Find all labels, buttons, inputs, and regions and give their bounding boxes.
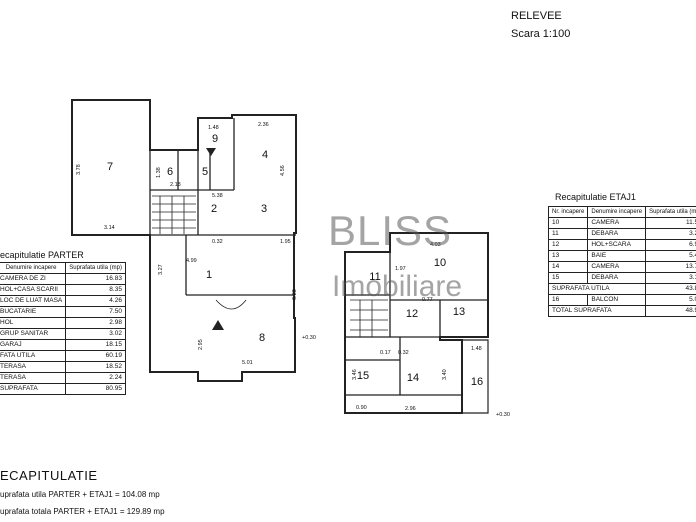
dim-label: 0.90 (356, 405, 367, 411)
room-7: 7 (107, 161, 113, 173)
dim-label: 1.95 (280, 239, 291, 245)
dim-label: 1.48 (471, 346, 482, 352)
parter-table: Denumire incapere Suprafata utila (mp) C… (0, 262, 126, 395)
dim-label: 3.40 (442, 369, 448, 380)
room-5: 5 (202, 166, 208, 178)
dim-label: 1.38 (156, 167, 162, 178)
parter-outer-wall (71, 99, 297, 382)
dim-label: 0.17 (380, 350, 391, 356)
room-6: 6 (167, 166, 173, 178)
parter-stairs (152, 195, 196, 234)
etaj-header-area: Suprafata utila (mp) (645, 206, 696, 218)
parter-header-area: Suprafata utila (mp) (65, 262, 126, 274)
room-14: 14 (407, 372, 419, 384)
dim-label: 6.23 (292, 289, 298, 300)
etaj-header-name: Denumire incapere (587, 206, 647, 218)
room-10: 10 (434, 257, 446, 269)
dim-label: 4.03 (430, 242, 441, 248)
dim-label: +0.30 (496, 412, 510, 418)
room-9: 9 (212, 133, 218, 145)
dim-label: 4.56 (280, 165, 286, 176)
room-1: 1 (206, 269, 212, 281)
watermark-sub: Imobiliare (332, 270, 463, 303)
dim-label: 4.99 (186, 258, 197, 264)
dim-label: 2.96 (405, 406, 416, 412)
dim-label: 3.78 (76, 164, 82, 175)
etaj-inner-walls (345, 252, 488, 396)
room-3: 3 (261, 203, 267, 215)
dim-label: 2.36 (258, 122, 269, 128)
etaj-table: Nr. incapere Denumire incapere Suprafata… (547, 206, 696, 317)
parter-door-arc (215, 299, 247, 310)
dim-label: 1.48 (208, 125, 219, 131)
recap-totala: uprafata totala PARTER + ETAJ1 = 129.89 … (0, 507, 165, 516)
room-8: 8 (259, 332, 265, 344)
room-2: 2 (211, 203, 217, 215)
etaj-stairs (350, 299, 388, 337)
dim-label: 3.27 (158, 264, 164, 275)
dim-label: 5.38 (212, 193, 223, 199)
dim-label: 0.32 (398, 350, 409, 356)
dim-label: 3.46 (352, 369, 358, 380)
room-4: 4 (262, 149, 268, 161)
recap-utila: uprafata utila PARTER + ETAJ1 = 104.08 m… (0, 490, 160, 499)
stair-arrow-icon (206, 148, 216, 156)
watermark-brand: BLISS (328, 207, 453, 254)
dim-label: 0.77 (422, 297, 433, 303)
room-11: 11 (369, 271, 380, 283)
dim-label: 2.95 (198, 339, 204, 350)
parter-header-name: Denumire incapere (0, 262, 67, 274)
entrance-triangle-icon (212, 320, 224, 330)
dim-label: 1.97 (395, 266, 406, 272)
dim-label: 2.18 (170, 182, 181, 188)
dim-label: 3.14 (104, 225, 115, 231)
plan-scale: Scara 1:100 (511, 28, 571, 40)
dim-label: 5.01 (242, 360, 253, 366)
room-15: 15 (357, 370, 369, 382)
room-12: 12 (406, 308, 418, 320)
dim-label: 0.32 (212, 239, 223, 245)
etaj-balcony (462, 339, 489, 414)
etaj-table-title: Recapitulatie ETAJ1 (555, 192, 636, 202)
etaj-header-nr: Nr. incapere (547, 206, 589, 218)
parter-inner-walls (149, 118, 296, 296)
etaj-outer-wall (344, 232, 489, 414)
dim-label: +0.30 (302, 335, 316, 341)
plan-title: RELEVEE (511, 10, 562, 22)
room-16: 16 (471, 376, 483, 388)
parter-table-title: ecapitulatie PARTER (0, 250, 84, 260)
recap-title: ECAPITULATIE (0, 468, 98, 483)
room-13: 13 (453, 306, 465, 318)
